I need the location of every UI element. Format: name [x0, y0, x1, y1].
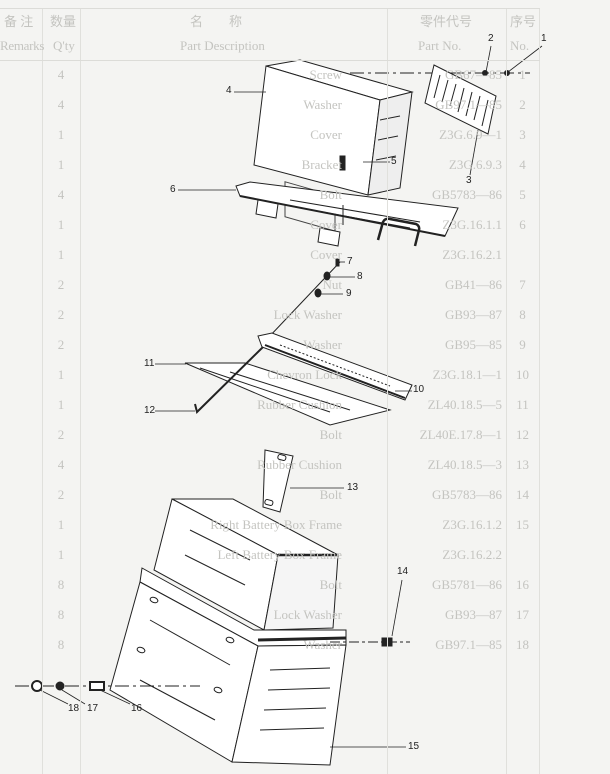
callout-10: 10 [413, 384, 425, 395]
callout-13: 13 [347, 482, 359, 493]
cover-plate-part-3 [424, 64, 497, 135]
callout-18: 18 [68, 703, 80, 714]
chevron-lock-part-10 [257, 332, 413, 401]
callout-4: 4 [226, 85, 232, 96]
rubber-cushion-part-11 [184, 362, 392, 426]
bracket-box-part-4 [253, 59, 414, 232]
bolt-rod-part-12 [194, 346, 264, 414]
callout-6: 6 [170, 184, 176, 195]
callout-17: 17 [87, 703, 99, 714]
callout-3: 3 [466, 175, 472, 186]
callout-5: 5 [391, 156, 397, 167]
callout-7: 7 [347, 256, 353, 267]
lock-washer-part-17 [55, 681, 65, 691]
washer-part-2 [482, 70, 488, 76]
callout-14: 14 [397, 566, 409, 577]
callout-8: 8 [357, 271, 363, 282]
rubber-cushion-part-13 [262, 449, 294, 513]
leader-lines [39, 45, 543, 748]
callout-1: 1 [541, 33, 547, 44]
callout-12: 12 [144, 405, 156, 416]
callout-16: 16 [131, 703, 143, 714]
battery-box-frame-part-15 [109, 567, 347, 766]
bolt-washer-set-16-17-18 [15, 680, 200, 692]
bolt-part-16 [89, 681, 105, 691]
callout-9: 9 [346, 288, 352, 299]
callout-15: 15 [408, 741, 420, 752]
callout-11: 11 [144, 358, 155, 369]
washer-part-9 [314, 288, 322, 298]
lock-washer-part-8 [323, 271, 331, 281]
cover-part-6 [235, 181, 459, 247]
nut-part-7 [335, 258, 340, 267]
callout-2: 2 [488, 33, 494, 44]
washer-part-18 [31, 680, 43, 692]
bolt-part-5 [339, 155, 346, 171]
